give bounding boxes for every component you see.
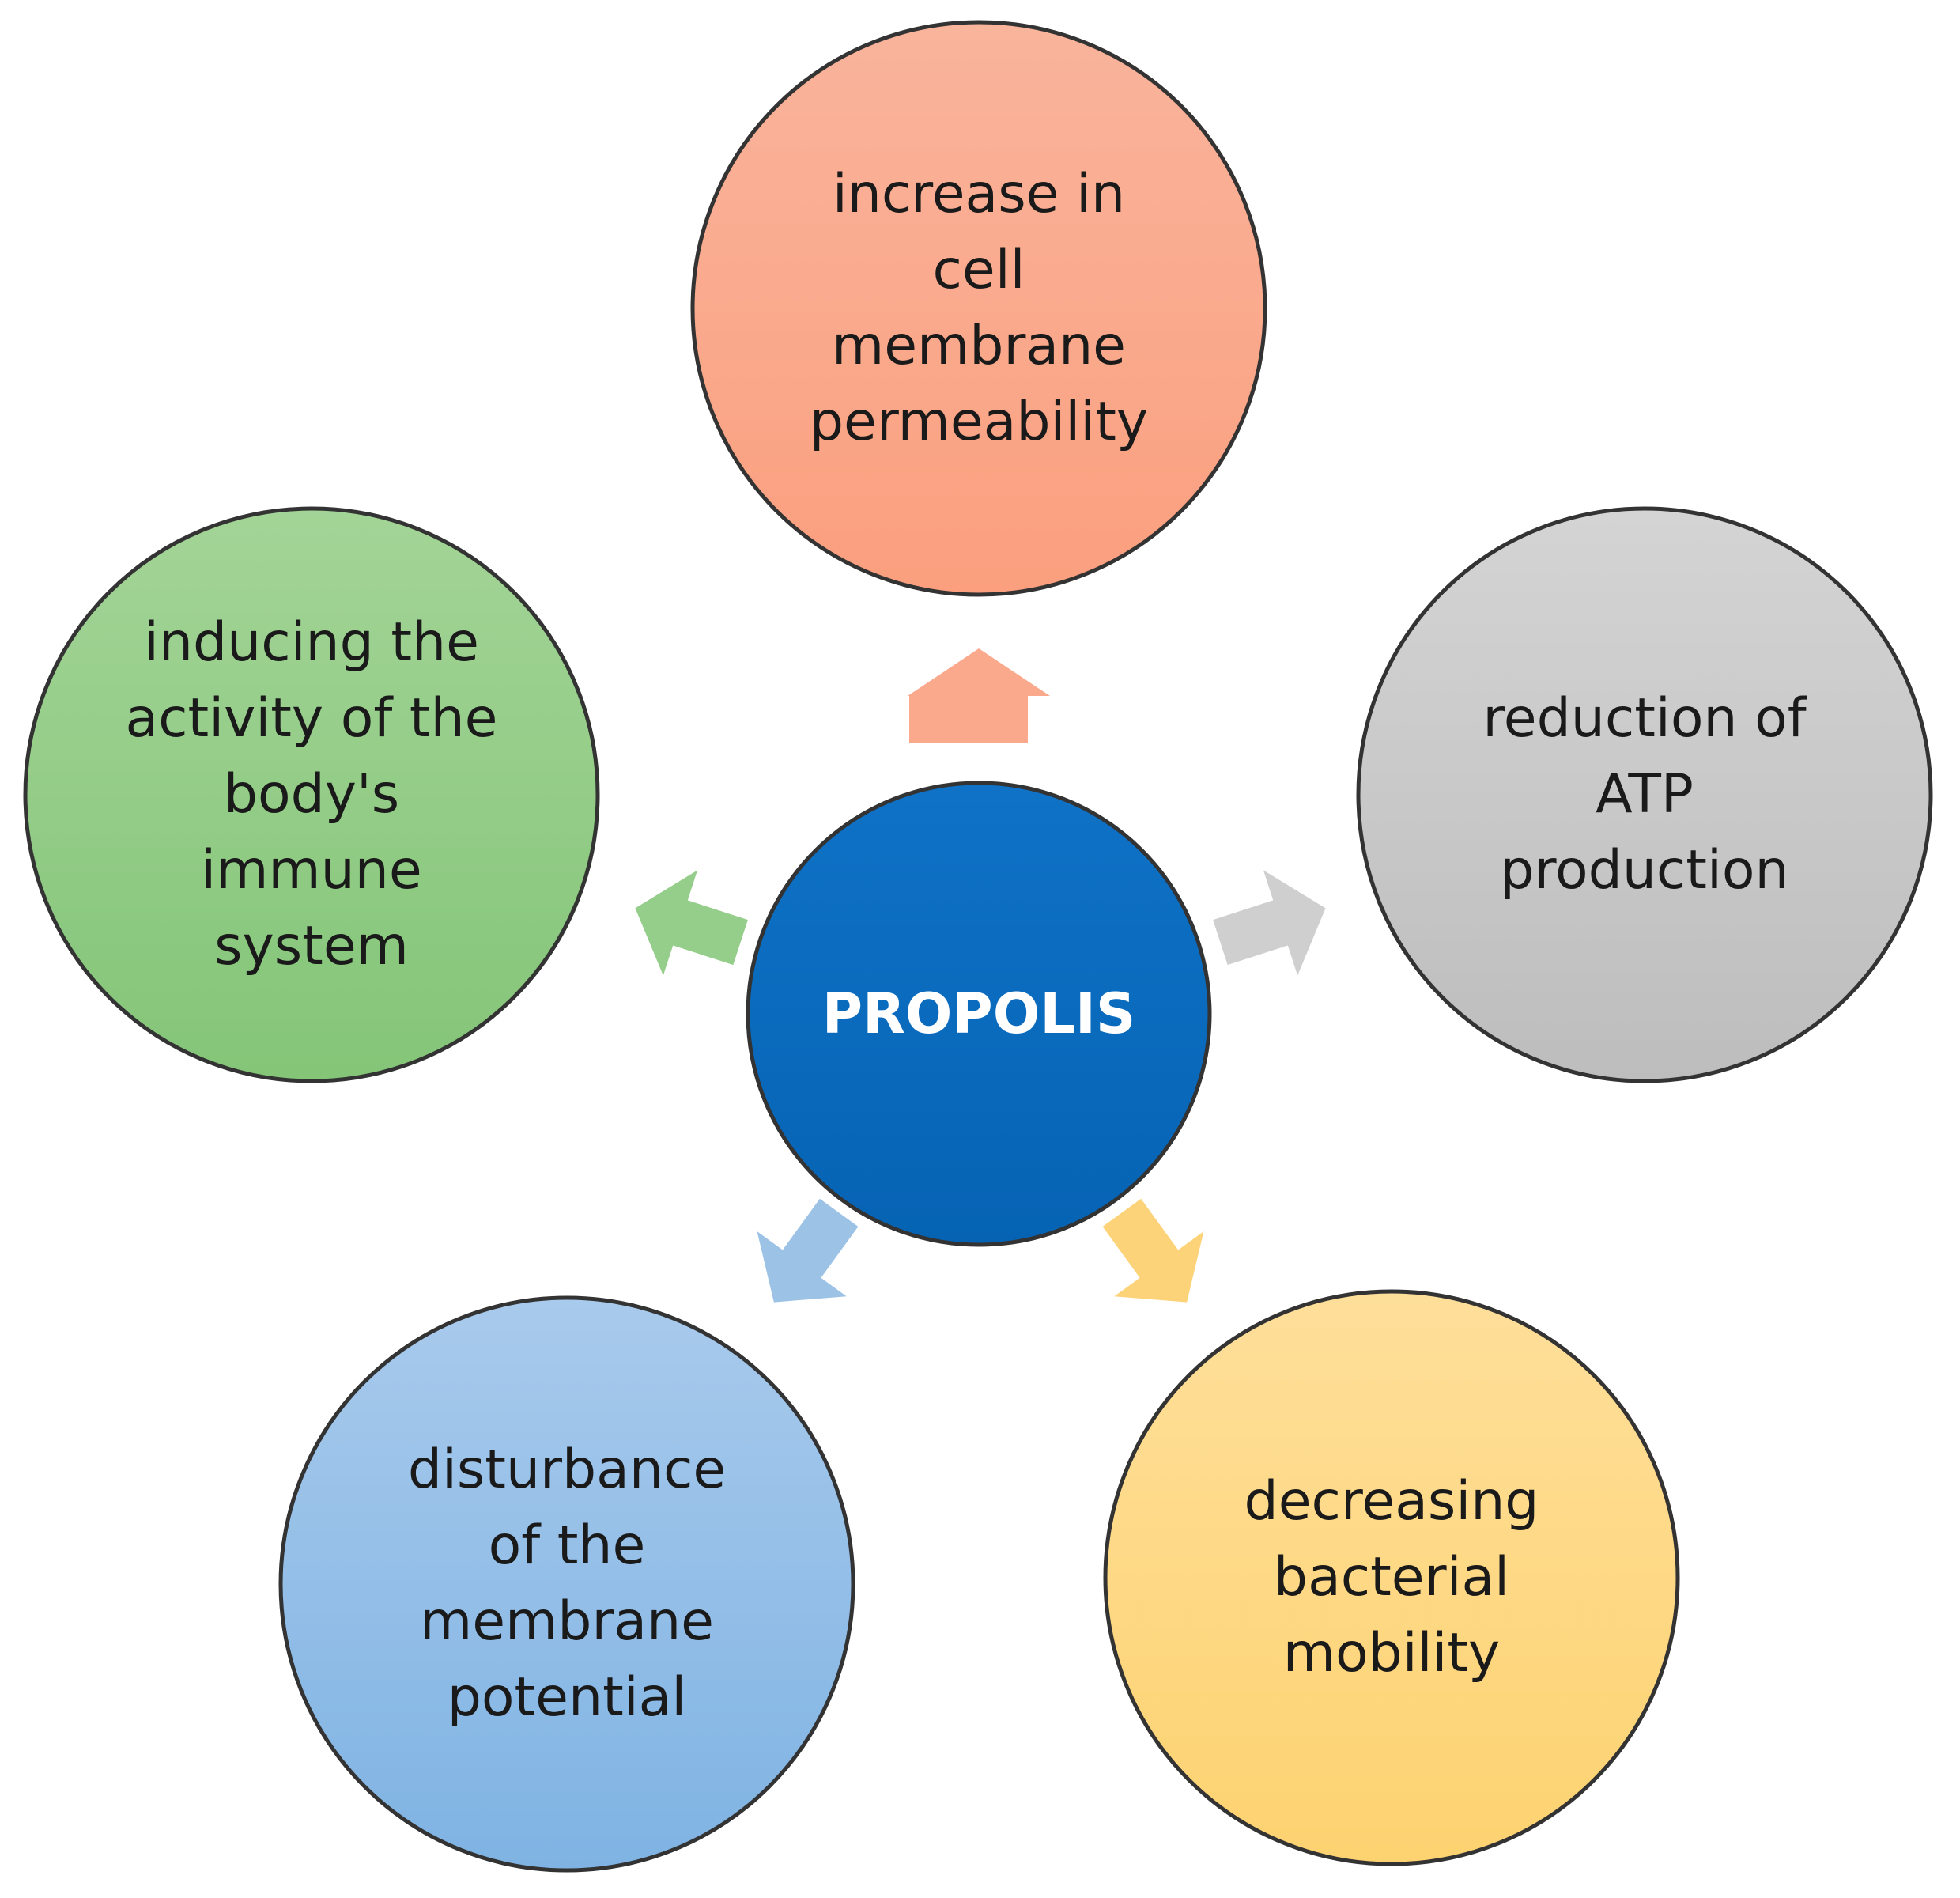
center-label: PROPOLIS <box>821 981 1136 1046</box>
center-circle <box>746 781 1212 1247</box>
node-circle-left <box>23 506 600 1083</box>
node-circle-top <box>690 20 1267 597</box>
arrow-to-bottom-right <box>1102 1198 1204 1303</box>
node-circle-right <box>1356 506 1933 1083</box>
node-label-bottom-right: decreasing bacterial mobility <box>1244 1470 1539 1684</box>
arrow-to-right <box>1213 870 1326 976</box>
arrow-to-top <box>908 648 1050 743</box>
node-circle-bottom-right <box>1103 1289 1680 1866</box>
node-circle-bottom-left <box>278 1295 855 1873</box>
arrow-to-left <box>635 870 748 976</box>
node-label-bottom-left: disturbance of the membrane potential <box>407 1439 727 1729</box>
node-label-left: inducing the activity of the body's immu… <box>125 611 498 977</box>
arrow-to-bottom-left <box>757 1198 859 1303</box>
node-label-right: reduction of ATP production <box>1482 687 1807 902</box>
node-label-top: increase in cell membrane permeability <box>809 163 1149 453</box>
